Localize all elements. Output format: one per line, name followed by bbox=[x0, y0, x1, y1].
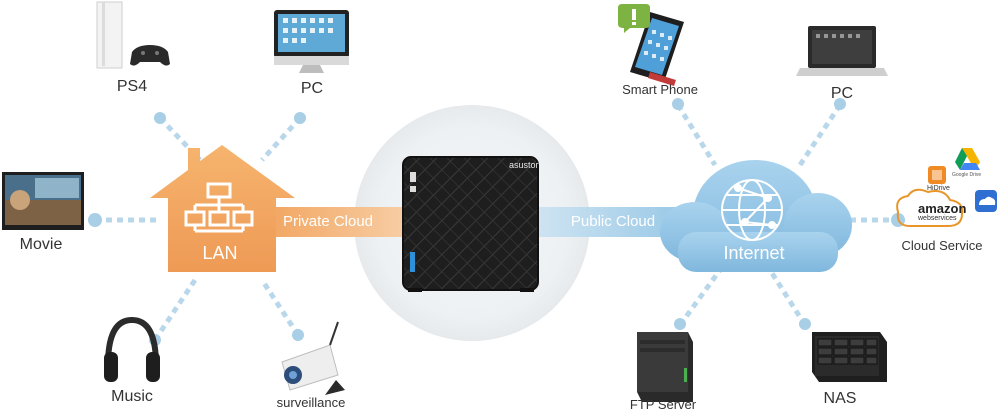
label-pc-left: PC bbox=[300, 80, 324, 97]
dot-ftp bbox=[674, 318, 686, 330]
label-pc-right: PC bbox=[830, 85, 854, 102]
lan-label: LAN bbox=[202, 243, 238, 263]
amazon-web-services-logo-icon bbox=[896, 188, 964, 227]
surveillance-camera-icon bbox=[281, 321, 345, 395]
label-music: Music bbox=[111, 388, 153, 405]
google-drive-logo-icon bbox=[955, 148, 980, 170]
dot-movie bbox=[88, 213, 102, 227]
ftp-server-icon bbox=[637, 332, 693, 402]
label-ftp-server: FTP Server bbox=[629, 397, 697, 412]
google-drive-logo-text: Google Drive bbox=[952, 172, 982, 178]
tv-screen-icon bbox=[2, 172, 84, 230]
globe-icon bbox=[721, 179, 783, 241]
nas-brand-label: asustor bbox=[509, 160, 539, 170]
label-ps4: PS4 bbox=[116, 78, 148, 95]
notification-icon bbox=[618, 4, 650, 33]
headphones-icon bbox=[104, 316, 160, 382]
connector-surveillance bbox=[259, 278, 301, 337]
smartphone-icon bbox=[630, 12, 684, 86]
nas-device-icon bbox=[402, 156, 539, 292]
amazon-logo-text: amazon webservices bbox=[918, 201, 978, 223]
label-movie: Movie bbox=[19, 236, 63, 253]
label-nas: NAS bbox=[823, 390, 857, 407]
internet-cloud bbox=[660, 160, 852, 272]
connector-pc-right bbox=[797, 103, 843, 167]
connector-music bbox=[152, 278, 198, 342]
pc-monitor-icon-left bbox=[274, 10, 349, 73]
connector-smartphone bbox=[675, 103, 718, 167]
ps4-console-icon bbox=[96, 1, 170, 69]
dot-ps4 bbox=[154, 112, 166, 124]
private-cloud-label: Private Cloud bbox=[282, 213, 374, 230]
public-cloud-label: Public Cloud bbox=[570, 213, 656, 230]
connector-pc-left bbox=[260, 116, 302, 162]
dot-pc-right bbox=[834, 98, 846, 110]
amazon-logo-word: amazon bbox=[918, 201, 967, 216]
dot-pc-left bbox=[294, 112, 306, 124]
private-cloud-band bbox=[265, 207, 425, 237]
connector-ftp bbox=[677, 268, 723, 327]
hidrive-logo-text: HiDrive bbox=[927, 185, 950, 192]
amazon-logo-sub: webservices bbox=[918, 215, 957, 222]
connector-nas bbox=[767, 268, 808, 327]
internet-label: Internet bbox=[723, 243, 785, 263]
label-surveillance: surveillance bbox=[276, 395, 346, 410]
lan-house bbox=[150, 145, 295, 272]
dot-nas bbox=[799, 318, 811, 330]
dot-smartphone bbox=[672, 98, 684, 110]
hidrive-logo-icon bbox=[928, 166, 946, 184]
label-smart-phone: Smart Phone bbox=[622, 82, 698, 97]
nas-rack-icon bbox=[812, 332, 887, 382]
dot-surveillance bbox=[292, 329, 304, 341]
laptop-icon bbox=[796, 26, 888, 76]
label-cloud-service: Cloud Service bbox=[901, 238, 983, 253]
network-topology-icon bbox=[184, 182, 254, 233]
onedrive-logo-icon bbox=[975, 190, 997, 212]
